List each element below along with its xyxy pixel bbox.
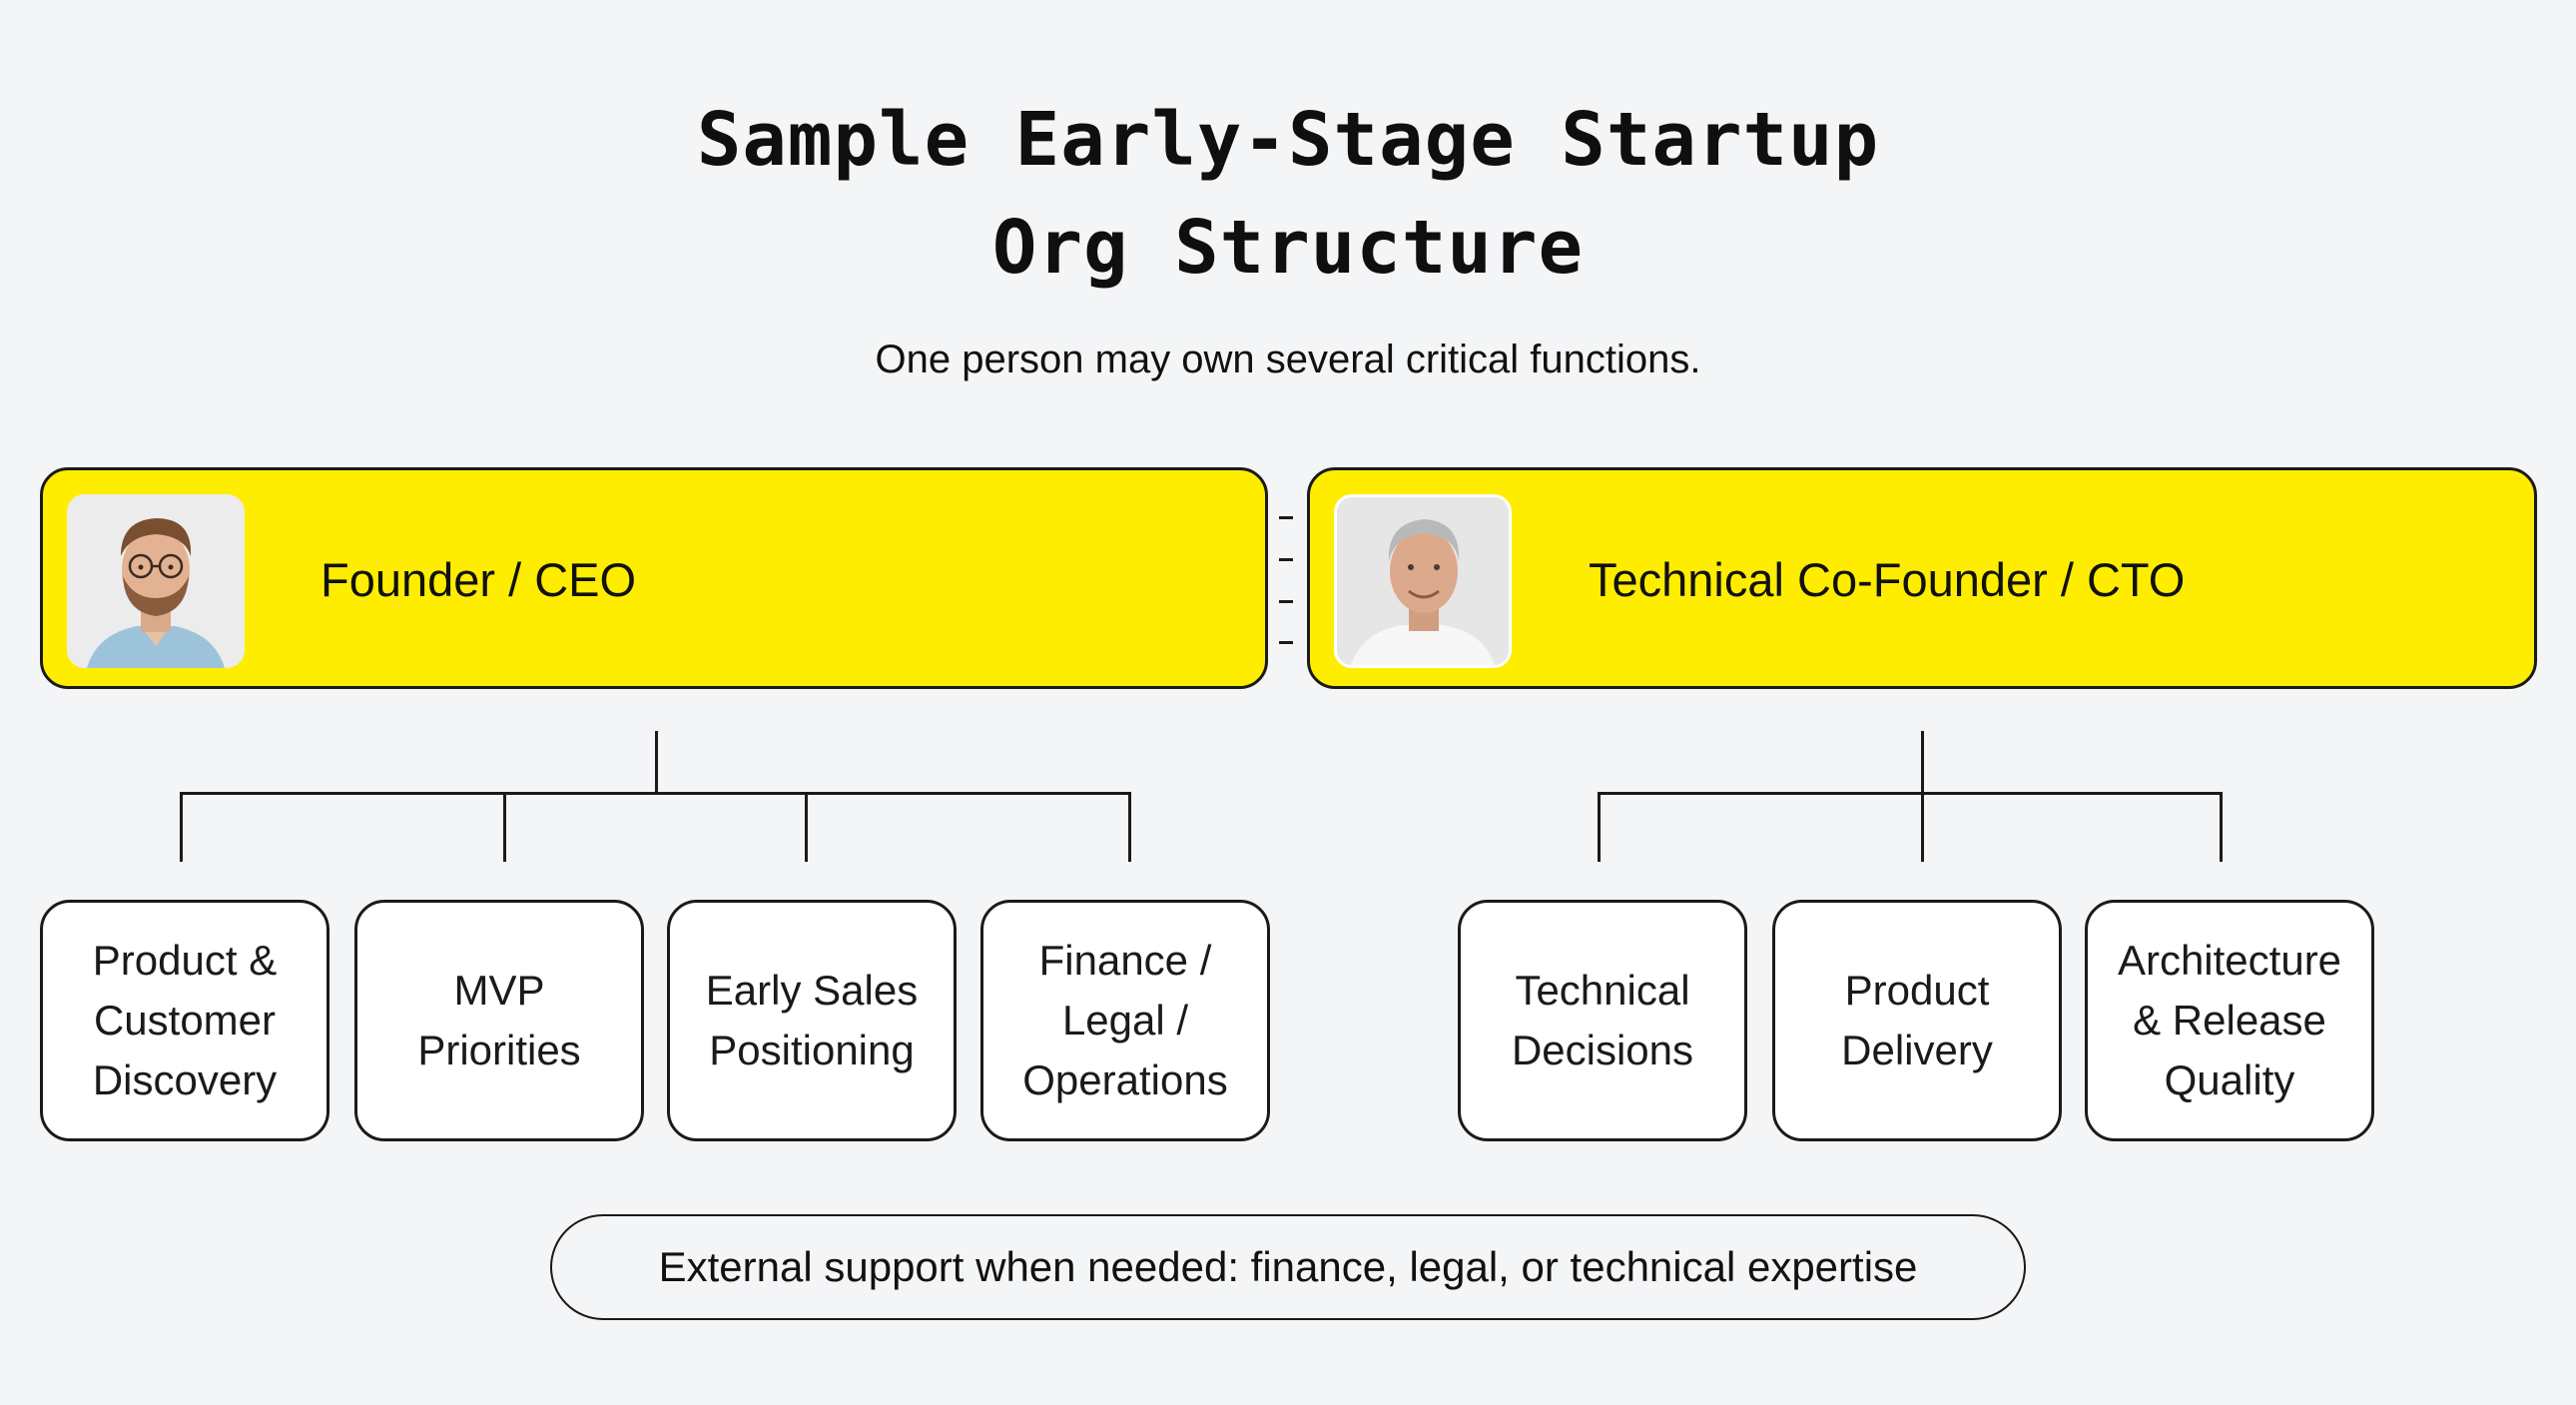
function-node-text: Legal / (1061, 997, 1189, 1044)
function-node-text: Architecture (2117, 937, 2342, 984)
function-node-early-sales-positioning: Early Sales Positioning (667, 900, 957, 1141)
function-node-text: Positioning (709, 1027, 915, 1073)
ceo-trunk-line (655, 731, 658, 793)
function-node-text: Customer (93, 997, 277, 1044)
leader-label-ceo: Founder / CEO (321, 553, 637, 606)
external-support-text: External support when needed: finance, l… (658, 1243, 1918, 1290)
cto-drop-line (1598, 792, 1601, 862)
ceo-drop-line (1128, 792, 1131, 862)
function-node-product-delivery: Product Delivery (1772, 900, 2062, 1141)
diagram-title-line-1: Sample Early-Stage Startup (696, 97, 1880, 183)
function-node-text: Product (1844, 967, 1990, 1014)
function-node-text: Product & (92, 937, 278, 984)
cto-drop-line (2220, 792, 2223, 862)
function-node-text: Technical (1515, 967, 1690, 1014)
function-node-finance-legal-operations: Finance / Legal / Operations (980, 900, 1270, 1141)
function-node-product-customer-discovery: Product & Customer Discovery (40, 900, 329, 1141)
leader-label-cto: Technical Co-Founder / CTO (1589, 553, 2186, 606)
ceo-drop-line (180, 792, 183, 862)
function-node-text: Early Sales (705, 967, 919, 1014)
leader-box-cto: Technical Co-Founder / CTO (1307, 467, 2537, 689)
cto-avatar (1334, 494, 1512, 668)
function-node-text: Decisions (1511, 1027, 1694, 1073)
cto-branch-line (1598, 792, 2223, 795)
ceo-drop-line (805, 792, 808, 862)
cto-drop-line (1921, 792, 1924, 862)
function-node-mvp-priorities: MVP Priorities (354, 900, 644, 1141)
man-with-glasses-photo (67, 494, 245, 668)
leader-link-dash (1279, 600, 1293, 603)
external-support-note: External support when needed: finance, l… (550, 1214, 2026, 1320)
function-node-text: Discovery (92, 1056, 278, 1103)
function-node-technical-decisions: Technical Decisions (1458, 900, 1747, 1141)
function-node-text: MVP (453, 967, 545, 1014)
function-node-architecture-release-quality: Architecture & Release Quality (2085, 900, 2374, 1141)
diagram-subtitle: One person may own several critical func… (875, 338, 1701, 381)
grey-haired-man-photo (1337, 497, 1509, 665)
cto-trunk-line (1921, 731, 1924, 793)
leader-link-dash (1279, 516, 1293, 519)
function-node-text: Quality (2164, 1056, 2295, 1103)
function-node-text: Finance / (1038, 937, 1212, 984)
function-node-text: Operations (1022, 1056, 1228, 1103)
ceo-branch-line (180, 792, 1131, 795)
function-node-text: Delivery (1841, 1027, 1993, 1073)
leader-box-ceo: Founder / CEO (40, 467, 1268, 689)
function-node-text: & Release (2133, 997, 2326, 1044)
leader-link-dash (1279, 641, 1293, 644)
ceo-avatar (67, 494, 245, 668)
ceo-drop-line (503, 792, 506, 862)
leader-link-dash (1279, 558, 1293, 561)
diagram-title-line-2: Org Structure (991, 205, 1585, 291)
function-node-text: Priorities (417, 1027, 581, 1073)
